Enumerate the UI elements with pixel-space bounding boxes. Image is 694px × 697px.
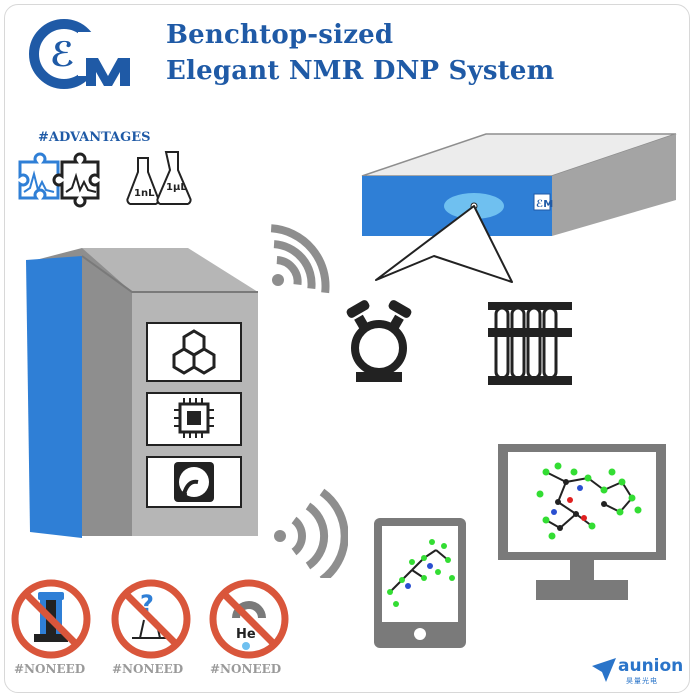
chip-panel[interactable] [146, 392, 242, 446]
em-logo-icon: ℰ [29, 19, 130, 89]
puzzle-spectrum-icon [18, 152, 100, 208]
brand-subtitle: 昊量光电 [626, 677, 658, 685]
no-cryogen-sign [11, 579, 91, 659]
round-flask-icon [346, 300, 412, 382]
outer-frame [4, 4, 690, 693]
noneed-label-1: #NONEED [14, 662, 86, 676]
advantages-label: #ADVANTAGES [38, 130, 151, 145]
noneed-label-2: #NONEED [112, 662, 184, 676]
molecule-panel[interactable] [146, 322, 242, 382]
wifi-signal-icon [274, 488, 348, 578]
test-tube-rack-icon [488, 302, 572, 385]
small-volume-label: 1nL [134, 188, 155, 199]
helium-symbol: He [236, 627, 256, 642]
brand-name: aunion [618, 656, 684, 676]
no-helium-sign: He [209, 579, 289, 659]
dnp-console-unit: ℰM [361, 133, 677, 236]
console-logo-badge: ℰM [536, 199, 553, 210]
light-cone-pointer [375, 205, 513, 283]
disk-panel[interactable] [146, 456, 242, 508]
logo-letter-e: ℰ [50, 35, 75, 75]
hard-disk-icon [174, 462, 214, 502]
wifi-signal-icon [270, 224, 330, 294]
noneed-label-3: #NONEED [210, 662, 282, 676]
benzene-rings-icon [172, 329, 216, 375]
flask-volume-icon: 1nL 1µL [126, 151, 192, 206]
no-sample-prep-sign: ? [111, 579, 191, 659]
microchip-icon [174, 398, 214, 438]
title-line-1: Benchtop-sized [166, 20, 394, 50]
desktop-monitor [498, 444, 666, 600]
tablet-device [374, 518, 466, 648]
large-volume-label: 1µL [166, 182, 187, 193]
title-line-2: Elegant NMR DNP System [166, 56, 555, 86]
aunion-logo-icon [592, 658, 616, 682]
